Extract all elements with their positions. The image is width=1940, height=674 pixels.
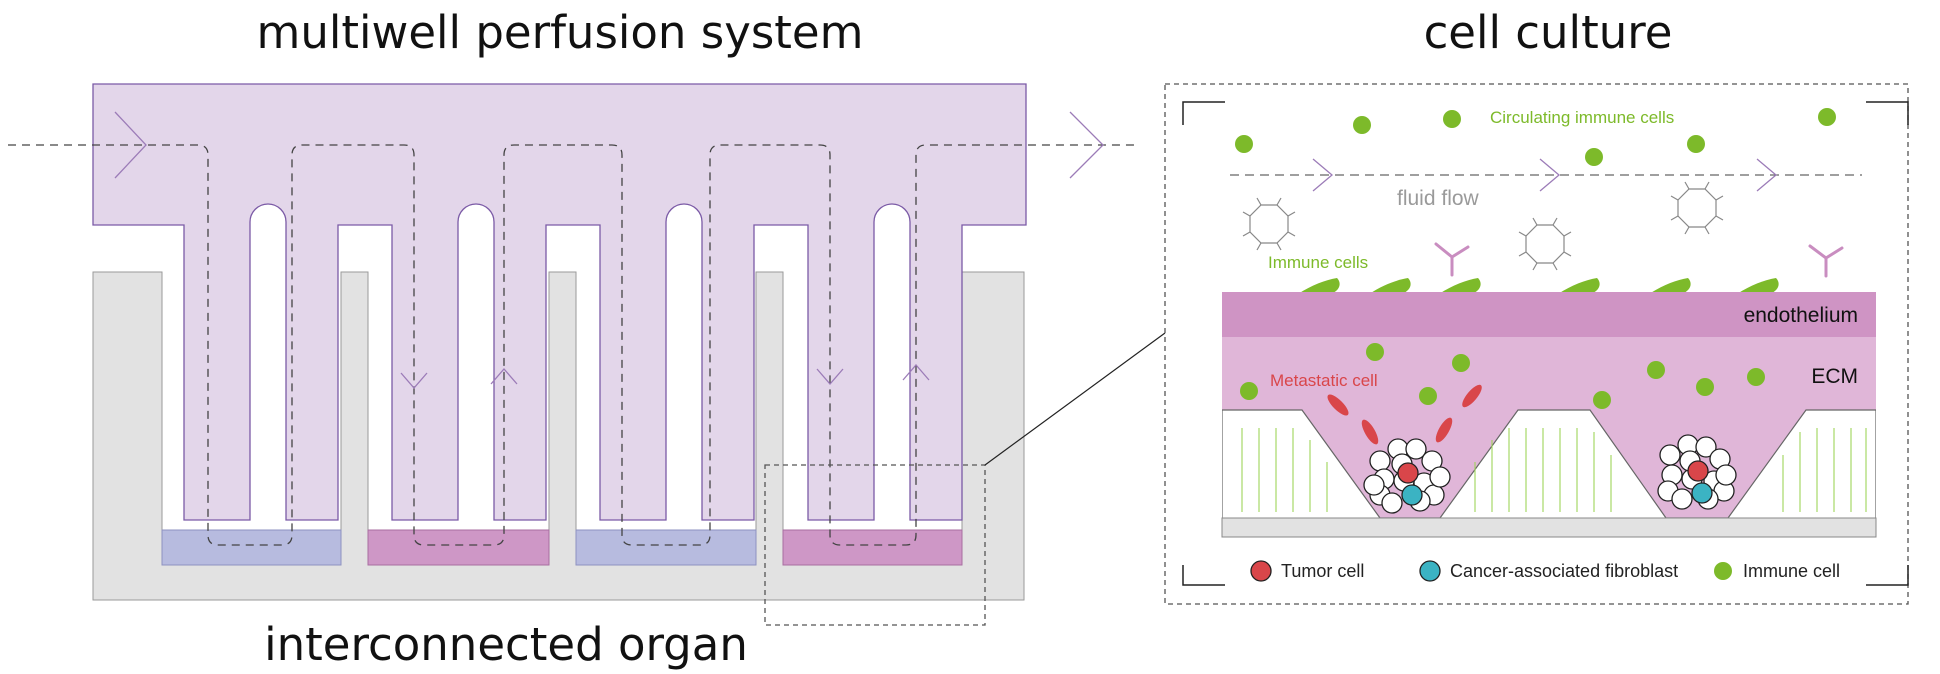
metastatic-cell <box>1361 419 1379 445</box>
corner-bracket <box>1866 565 1909 586</box>
immune-cell <box>1452 354 1470 372</box>
tumor-spheroid <box>1363 438 1451 514</box>
immune-cell <box>1419 387 1437 405</box>
legend-tumor-swatch <box>1250 560 1272 582</box>
flow-path <box>8 144 1135 546</box>
antibody-icon <box>1808 244 1844 278</box>
flow-arrow-icon <box>816 368 844 385</box>
title-interconnected: interconnected organ <box>264 618 748 671</box>
immune-cell <box>1687 135 1705 153</box>
organ-compartment-4 <box>782 529 963 566</box>
label-ecm: ECM <box>1811 365 1858 388</box>
immune-cell <box>1443 110 1461 128</box>
adherent-immune-cell <box>1558 278 1600 294</box>
octagon-immune-cell <box>1670 181 1724 235</box>
corner-bracket <box>1182 565 1225 586</box>
culture-frame <box>1164 83 1909 605</box>
title-multiwell: multiwell perfusion system <box>257 6 864 59</box>
legend-immune-swatch <box>1714 562 1732 580</box>
immune-cell <box>1235 135 1253 153</box>
legend-caf-swatch <box>1419 560 1441 582</box>
label-immune-cells: Immune cells <box>1268 253 1368 272</box>
flow-arrow-icon <box>490 368 518 385</box>
immune-cell <box>1366 343 1384 361</box>
octagon-immune-cell <box>1242 197 1296 251</box>
flow-arrow-icon <box>1756 158 1778 192</box>
flow-arrow-icon <box>1069 111 1104 179</box>
scaffold-base <box>1221 517 1877 538</box>
adherent-immune-cell <box>1649 278 1691 294</box>
endothelium-layer <box>1222 292 1876 337</box>
zoom-connector <box>984 332 1166 466</box>
legend-tumor-label: Tumor cell <box>1281 561 1364 581</box>
label-circulating-immune-cells: Circulating immune cells <box>1490 108 1674 127</box>
title-cell-culture: cell culture <box>1424 6 1673 59</box>
immune-cell <box>1747 368 1765 386</box>
immune-cell <box>1593 391 1611 409</box>
flow-arrow-icon <box>902 364 930 381</box>
immune-cell <box>1647 361 1665 379</box>
adherent-immune-cell <box>1439 278 1481 294</box>
flow-arrow-icon <box>400 372 428 389</box>
scaffold-fibers <box>1241 428 1867 512</box>
octagon-immune-cell <box>1518 217 1572 271</box>
immune-cell <box>1240 382 1258 400</box>
label-endothelium: endothelium <box>1744 304 1858 327</box>
corner-bracket <box>1182 101 1225 125</box>
flow-arrow-icon <box>1539 158 1561 192</box>
immune-cell <box>1696 378 1714 396</box>
legend: Tumor cell Cancer-associated fibroblast … <box>1250 560 1840 582</box>
label-fluid-flow: fluid flow <box>1397 187 1480 210</box>
metastatic-cell <box>1462 384 1482 408</box>
flow-arrow-icon <box>114 111 147 179</box>
antibody-icon <box>1434 242 1470 277</box>
immune-cell <box>1585 148 1603 166</box>
label-metastatic-cell: Metastatic cell <box>1270 371 1378 390</box>
corner-bracket <box>1866 101 1909 125</box>
adherent-immune-cell <box>1737 278 1779 294</box>
zoom-region <box>764 464 986 626</box>
legend-caf-label: Cancer-associated fibroblast <box>1450 561 1678 581</box>
metastatic-cell <box>1327 394 1349 416</box>
adherent-immune-cell <box>1369 278 1411 294</box>
immune-cell <box>1353 116 1371 134</box>
immune-cell <box>1818 108 1836 126</box>
tumor-spheroid <box>1657 434 1737 510</box>
perfusion-manifold <box>92 83 1027 521</box>
adherent-immune-cell <box>1298 278 1340 294</box>
organ-compartment-2 <box>367 529 550 566</box>
organ-compartment-3 <box>575 529 757 566</box>
organ-compartment-1 <box>161 529 342 566</box>
metastatic-cell <box>1435 417 1453 443</box>
flow-arrow-icon <box>1312 158 1334 192</box>
legend-immune-label: Immune cell <box>1743 561 1840 581</box>
